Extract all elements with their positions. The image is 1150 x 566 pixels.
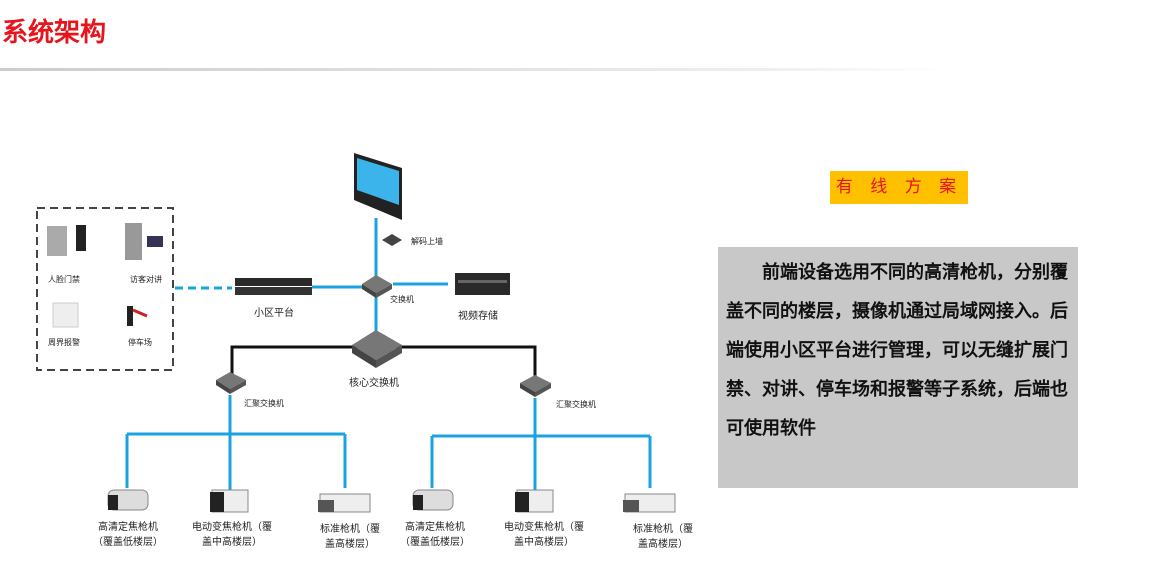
agg-switch-left-icon — [216, 372, 246, 394]
camera-label: 高清定焦枪机 （覆盖低楼层） — [380, 520, 490, 550]
intercom-icon — [125, 223, 163, 260]
video-wall-icon — [354, 153, 402, 220]
label-switch: 交换机 — [390, 295, 414, 304]
core-switch-icon — [352, 330, 402, 368]
wired-solution-tag: 有 线 方 案 — [830, 171, 968, 204]
label-parking: 停车场 — [128, 338, 152, 347]
camera-icons — [107, 489, 676, 513]
parking-barrier-icon — [127, 306, 148, 326]
camera-label-line1: 电动变焦枪机（覆 — [504, 522, 584, 533]
agg-switch-right-icon — [520, 375, 551, 397]
camera-label-line1: 标准枪机（覆 — [320, 524, 380, 535]
label-face-access: 人脸门禁 — [48, 275, 80, 284]
camera-label-line1: 高清定焦枪机 — [405, 522, 465, 533]
perimeter-alarm-icon — [52, 302, 79, 328]
page-title: 系统架构 — [2, 18, 107, 48]
platform-server-icon — [235, 278, 312, 295]
camera-label-line2: 盖中高楼层） — [202, 537, 262, 548]
storage-icon — [455, 273, 510, 295]
subsystem-box — [36, 207, 174, 371]
label-decoder: 解码上墙 — [411, 237, 443, 246]
label-perimeter-alarm: 周界报警 — [48, 338, 80, 347]
face-access-icon — [47, 225, 86, 256]
camera-label: 高清定焦枪机 （覆盖低楼层） — [73, 520, 183, 550]
camera-label-line2: （覆盖低楼层） — [400, 537, 470, 548]
camera-label-line1: 高清定焦枪机 — [98, 522, 158, 533]
camera-label: 电动变焦枪机（覆盖中高楼层） — [489, 520, 599, 550]
camera-label-line2: 盖中高楼层） — [514, 537, 574, 548]
label-storage: 视频存储 — [458, 311, 498, 322]
camera-label: 标准枪机（覆盖高楼层） — [608, 522, 718, 552]
camera-label-line1: 标准枪机（覆 — [633, 524, 693, 535]
label-platform: 小区平台 — [254, 308, 294, 319]
label-agg-switch-left: 汇聚交换机 — [244, 399, 284, 408]
camera-label-line2: （覆盖低楼层） — [93, 537, 163, 548]
label-agg-switch-right: 汇聚交换机 — [556, 400, 596, 409]
camera-label: 电动变焦枪机（覆盖中高楼层） — [177, 520, 287, 550]
camera-label: 标准枪机（覆盖高楼层） — [295, 522, 405, 552]
decoder-icon — [382, 234, 402, 246]
title-divider — [0, 68, 950, 71]
camera-label-line1: 电动变焦枪机（覆 — [192, 522, 272, 533]
label-intercom: 访客对讲 — [130, 275, 162, 284]
camera-label-line2: 盖高楼层） — [325, 539, 375, 550]
switch-icon — [362, 275, 392, 298]
label-core-switch: 核心交换机 — [349, 378, 399, 389]
camera-label-line2: 盖高楼层） — [638, 539, 688, 550]
description-box: 前端设备选用不同的高清枪机，分别覆盖不同的楼层，摄像机通过局域网接入。后端使用小… — [718, 247, 1078, 488]
